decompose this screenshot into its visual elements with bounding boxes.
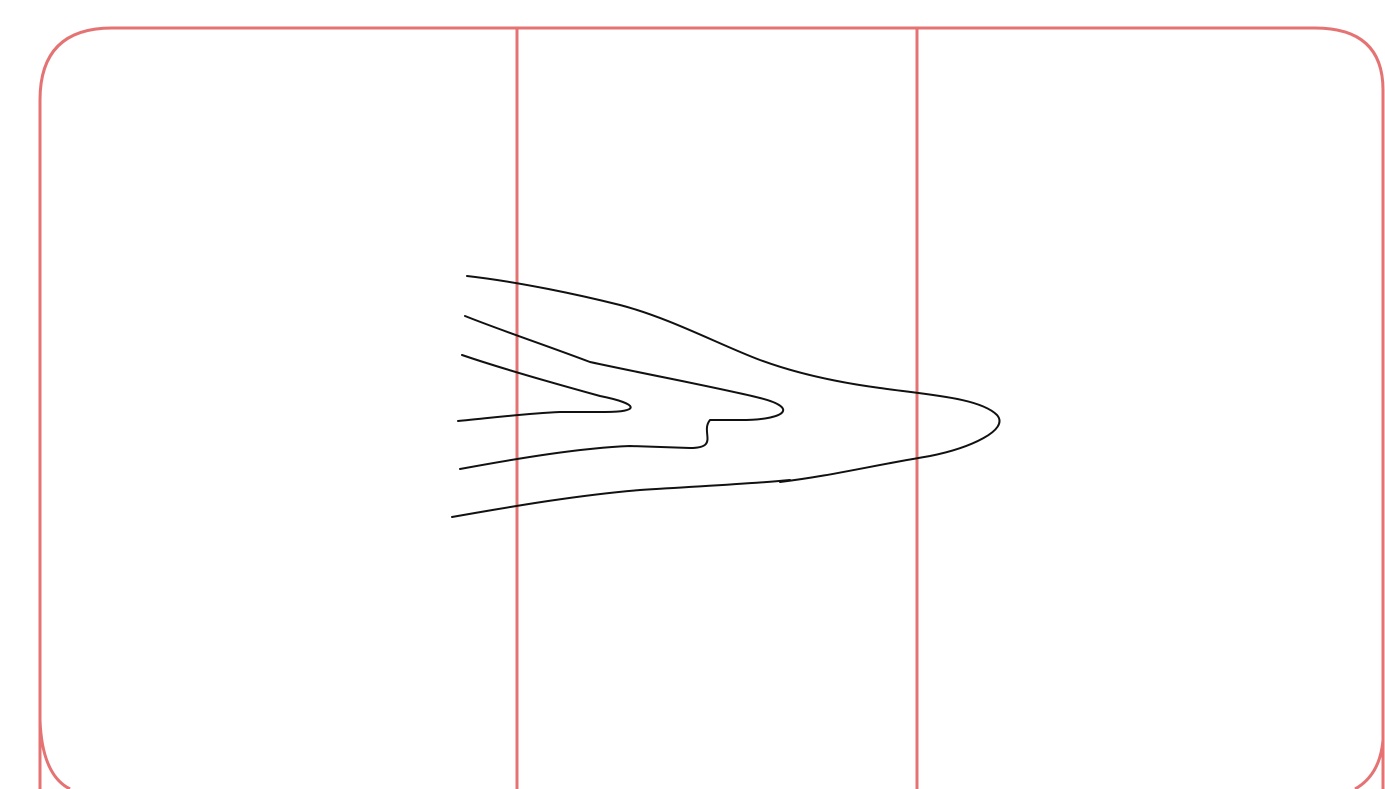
arrow-stroke-top (467, 276, 999, 482)
frame-bottom-left-curve (40, 720, 70, 789)
arrow-stroke-bottom (452, 480, 790, 517)
outer-frame (40, 28, 1383, 789)
arrow-stroke-second (460, 316, 783, 469)
frame-bottom-right-curve (1355, 740, 1383, 789)
